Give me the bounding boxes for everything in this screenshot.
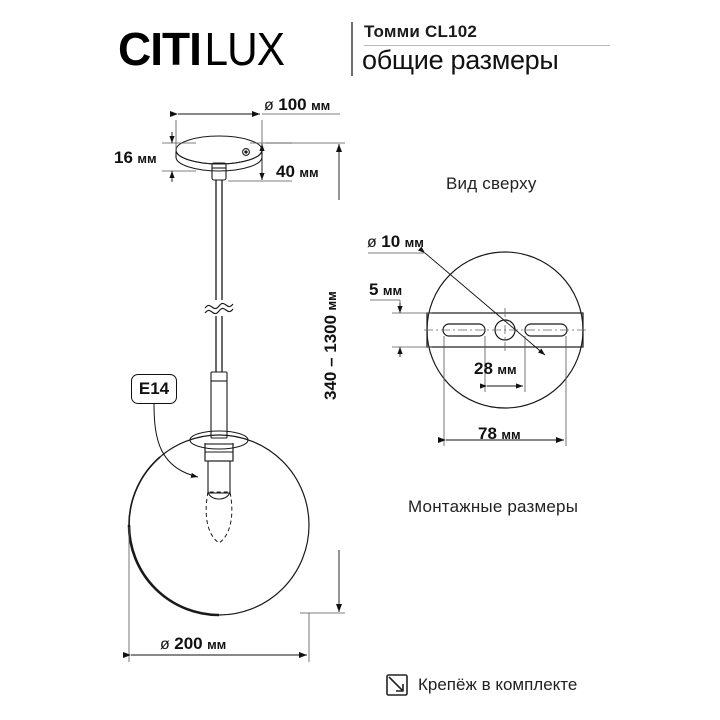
dim-canopy-diameter <box>170 111 340 152</box>
label-canopy-height: 16 мм <box>114 149 157 167</box>
model-name: Томми CL102 <box>364 22 478 41</box>
page-title: общие размеры <box>362 45 559 75</box>
label-slot-spacing: 28 мм <box>474 360 517 378</box>
value-suspension-range: 340 – 1300 <box>321 314 340 400</box>
brand-logo-lux: LUX <box>204 23 284 75</box>
suspension-cable <box>215 180 223 372</box>
bulb-outline <box>205 491 233 544</box>
header: CITILUX Томми CL102 общие размеры <box>0 0 720 92</box>
unit-suspension-range: мм <box>324 291 339 311</box>
unit-hole-diameter: мм <box>404 235 424 250</box>
label-bracket-width: 78 мм <box>478 425 521 443</box>
diameter-symbol-hole: ø <box>367 234 377 251</box>
label-bracket-thickness: 5 мм <box>369 281 402 299</box>
lamp-socket-shape <box>189 371 249 500</box>
unit-bracket-thickness: мм <box>382 283 403 298</box>
fasteners-included-note: Крепёж в комплекте <box>418 675 578 694</box>
e14-leader-line <box>153 403 199 478</box>
socket-type-label: E14 <box>131 374 177 404</box>
value-canopy-total-height: 40 <box>276 162 295 181</box>
top-view-outer-circle <box>426 251 584 409</box>
unit-canopy-total-height: мм <box>299 165 319 180</box>
unit-canopy-height: мм <box>137 151 157 166</box>
label-canopy-total-height: 40 мм <box>276 163 319 181</box>
cable-grip-shape <box>211 162 227 181</box>
canopy-shape <box>175 135 263 172</box>
top-view-centrelines <box>424 308 586 352</box>
unit-bracket-width: мм <box>501 427 521 442</box>
diameter-symbol-globe: ø <box>160 636 170 653</box>
value-canopy-height: 16 <box>114 148 133 167</box>
header-divider <box>351 22 353 76</box>
title-mounting-dimensions: Монтажные размеры <box>408 497 579 516</box>
label-hole-diameter: ø 10 мм <box>367 233 424 251</box>
label-globe-diameter: ø 200 мм <box>160 635 226 653</box>
value-slot-spacing: 28 <box>474 359 493 378</box>
value-bracket-thickness: 5 <box>369 280 379 299</box>
value-globe-diameter: 200 <box>174 634 203 653</box>
dim-bracket-thickness <box>370 299 432 357</box>
label-suspension-range: 340 – 1300 мм <box>321 291 340 400</box>
unit-canopy-diameter: мм <box>311 98 331 113</box>
cable-break-symbol <box>204 302 234 315</box>
value-hole-diameter: 10 <box>381 232 401 251</box>
brand-logo-citi: CITI <box>118 23 202 75</box>
title-top-view: Вид сверху <box>446 174 537 193</box>
arrow-into-box-icon <box>386 674 408 696</box>
diameter-symbol-canopy: ø <box>264 97 274 114</box>
mounting-bracket <box>426 312 584 348</box>
unit-globe-diameter: мм <box>207 637 227 652</box>
label-canopy-diameter: ø 100 мм <box>264 96 330 114</box>
top-view-group <box>424 251 586 409</box>
dim-hole-diameter-leader <box>368 246 546 356</box>
value-bracket-width: 78 <box>478 424 497 443</box>
unit-slot-spacing: мм <box>497 362 517 377</box>
globe-shade <box>127 434 310 617</box>
header-rule <box>364 45 610 46</box>
brand-logo: CITILUX <box>118 26 287 72</box>
value-canopy-diameter: 100 <box>278 95 307 114</box>
dim-canopy-height <box>162 132 196 182</box>
